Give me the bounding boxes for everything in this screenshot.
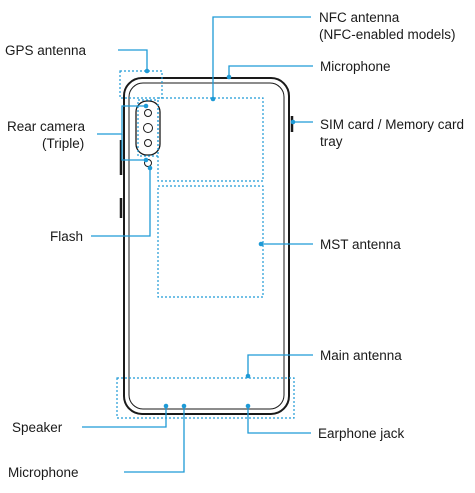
phone-body (119, 77, 294, 415)
main-antenna-label: Main antenna (320, 348, 402, 363)
rear-camera-sub-label: (Triple) (42, 136, 84, 151)
nfc-antenna-zone (157, 97, 264, 182)
main-antenna-zone (116, 377, 295, 419)
rear-camera-module (135, 100, 161, 167)
flash-label: Flash (50, 229, 83, 244)
rear-camera-label: Rear camera (7, 119, 86, 134)
earphone-jack-label: Earphone jack (318, 426, 405, 441)
camera-lens-1 (144, 109, 152, 117)
speaker-label: Speaker (12, 420, 63, 435)
sim-tray-sub-label: tray (320, 134, 343, 149)
gps-antenna-label: GPS antenna (5, 43, 87, 58)
camera-lens-2 (143, 123, 153, 133)
leader-lines (82, 16, 313, 473)
mst-antenna-zone (157, 185, 264, 298)
sim-tray-label: SIM card / Memory card (320, 117, 464, 132)
mst-antenna-label: MST antenna (320, 237, 401, 252)
nfc-antenna-label: NFC antenna (319, 10, 400, 25)
microphone-bottom-label: Microphone (8, 465, 79, 480)
rear-camera-zone (137, 99, 159, 157)
camera-lens-3 (144, 139, 152, 147)
microphone-top-label: Microphone (320, 59, 391, 74)
gps-antenna-zone (119, 70, 163, 99)
nfc-enabled-models-label: (NFC-enabled models) (319, 27, 456, 42)
